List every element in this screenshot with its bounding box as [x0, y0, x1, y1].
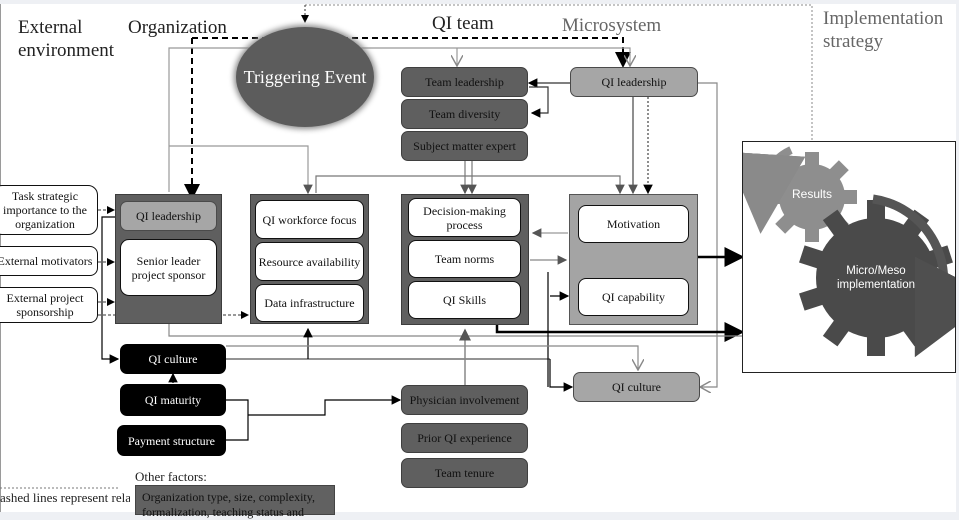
task-strategic-importance-box: Task strategic importance to the organiz… [0, 185, 98, 235]
decision-making-process-box: Decision-making process [408, 198, 521, 237]
prior-qi-experience-box: Prior QI experience [401, 423, 528, 453]
motivation-box: Motivation [578, 205, 689, 243]
header-qi-team: QI team [432, 13, 494, 34]
qi-capability-box: QI capability [578, 278, 689, 316]
results-label: Results [791, 187, 832, 201]
resource-availability-box: Resource availability [255, 242, 364, 281]
subject-matter-expert-box: Subject matter expert [401, 131, 528, 161]
implementation-gear-box: Results Micro/Meso implementation [742, 141, 956, 373]
external-project-sponsorship-box: External project sponsorship [0, 287, 98, 323]
other-factors-label: Other factors: [135, 469, 207, 484]
micro-qi-leadership-box: QI leadership [570, 67, 698, 97]
physician-involvement-box: Physician involvement [401, 385, 528, 415]
results-cycle-arrow [743, 146, 806, 234]
team-diversity-box: Team diversity [401, 99, 528, 129]
payment-structure-box: Payment structure [117, 425, 226, 456]
micro-meso-cycle-arrow [872, 194, 955, 358]
gears-graphic [743, 146, 955, 358]
header-implementation-strategy: Implementation strategy [823, 8, 944, 52]
triggering-event: Triggering Event [236, 27, 374, 127]
external-motivators-box: External motivators [0, 246, 98, 276]
team-norms-box: Team norms [408, 240, 521, 278]
team-leadership-box: Team leadership [401, 67, 528, 97]
qi-skills-box: QI Skills [408, 281, 521, 319]
header-external-environment: External environment [18, 17, 115, 61]
qi-workforce-focus-box: QI workforce focus [255, 200, 364, 239]
legend-text: ashed lines represent relationships... [0, 490, 130, 505]
header-organization: Organization [128, 17, 227, 38]
team-tenure-box: Team tenure [401, 458, 528, 488]
data-infrastructure-box: Data infrastructure [255, 284, 364, 322]
org-qi-culture-box: QI culture [120, 344, 226, 374]
header-microsystem: Microsystem [562, 15, 662, 36]
micro-meso-label: Micro/Meso implementation [837, 265, 915, 291]
micro-qi-culture-box: QI culture [573, 372, 700, 402]
other-factors-box: Organization type, size, complexity, for… [135, 485, 335, 519]
org-qi-leadership-box: QI leadership [120, 201, 217, 231]
senior-leader-sponsor-box: Senior leader project sponsor [120, 239, 217, 296]
qi-maturity-box: QI maturity [120, 384, 226, 416]
